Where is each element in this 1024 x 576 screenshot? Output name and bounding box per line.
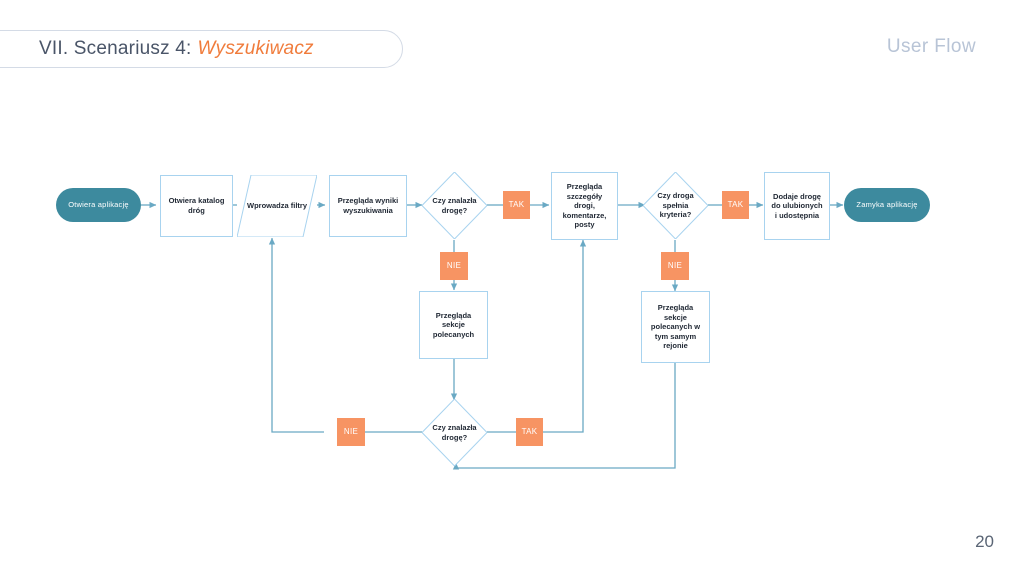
node-adds-to-favorites[interactable]: Dodaje drogę do ulubionych i udostępnia bbox=[764, 172, 830, 240]
page-title: VII. Scenariusz 4: bbox=[39, 38, 192, 59]
page-title-emphasis: Wyszukiwacz bbox=[197, 38, 314, 59]
node-label: Czy znalazła drogę? bbox=[432, 422, 477, 442]
node-browses-details[interactable]: Przegląda szczegóły drogi, komentarze, p… bbox=[551, 172, 618, 240]
node-browses-recommended[interactable]: Przegląda sekcje polecanych bbox=[419, 291, 488, 359]
edge-recommended2-to-found2 bbox=[452, 362, 676, 470]
parallelogram-shape bbox=[237, 175, 317, 237]
page-number: 20 bbox=[975, 532, 994, 551]
node-label: Czy znalazła drogę? bbox=[432, 195, 477, 215]
node-label: Wprowadza filtry bbox=[246, 201, 307, 211]
node-decision-found-route-2[interactable]: Czy znalazła drogę? bbox=[422, 399, 487, 466]
tag-yes-found-route-1[interactable]: TAK bbox=[503, 191, 530, 219]
node-enters-filters[interactable]: Wprowadza filtry bbox=[237, 175, 317, 237]
header-section-label: User Flow bbox=[886, 36, 976, 57]
node-browses-recommended-same-region[interactable]: Przegląda sekcje polecanych w tym samym … bbox=[641, 291, 710, 363]
tag-no-meets-criteria[interactable]: NIE bbox=[661, 252, 689, 280]
node-opens-catalog[interactable]: Otwiera katalog dróg bbox=[160, 175, 233, 237]
node-end[interactable]: Zamyka aplikację bbox=[844, 188, 930, 222]
diamond-shape bbox=[422, 399, 487, 466]
node-start[interactable]: Otwiera aplikację bbox=[56, 188, 141, 222]
edge-yes3-to-details bbox=[543, 239, 587, 433]
edge-no3-to-filters bbox=[268, 237, 324, 433]
tag-no-found-route-1[interactable]: NIE bbox=[440, 252, 468, 280]
diamond-shape bbox=[422, 172, 487, 239]
node-label: Czy droga spełnia kryteria? bbox=[657, 191, 694, 220]
node-decision-meets-criteria[interactable]: Czy droga spełnia kryteria? bbox=[643, 172, 708, 239]
tag-yes-found-route-2[interactable]: TAK bbox=[516, 418, 543, 446]
tag-no-found-route-2[interactable]: NIE bbox=[337, 418, 365, 446]
tag-yes-meets-criteria[interactable]: TAK bbox=[722, 191, 749, 219]
diamond-shape bbox=[643, 172, 708, 239]
node-browses-results[interactable]: Przegląda wyniki wyszukiwania bbox=[329, 175, 407, 237]
slide-title-pill: VII. Scenariusz 4: Wyszukiwacz bbox=[0, 30, 403, 68]
node-decision-found-route-1[interactable]: Czy znalazła drogę? bbox=[422, 172, 487, 239]
